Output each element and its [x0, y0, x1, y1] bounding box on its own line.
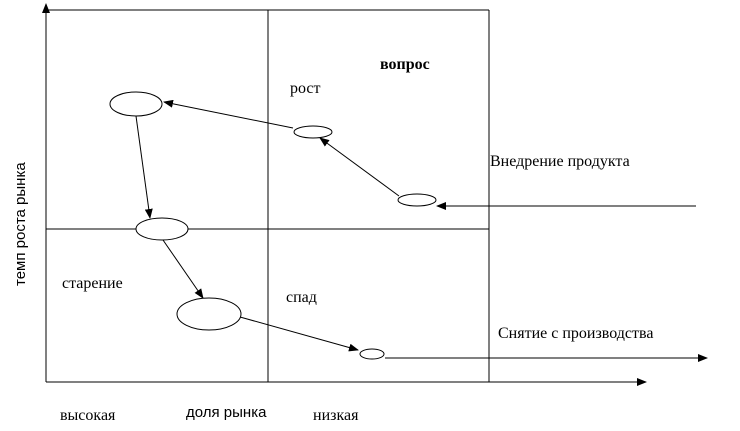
- y-axis-label: темп роста рынка: [12, 162, 29, 286]
- arrow-aging-to-decline: [162, 239, 204, 299]
- label-product-intro: Внедрение продукта: [490, 153, 630, 170]
- stage-ellipse-withdrawal: [359, 348, 385, 360]
- stage-ellipse-aging: [135, 217, 189, 241]
- label-growth: рост: [290, 80, 321, 97]
- label-question: вопрос: [380, 56, 430, 73]
- label-decline: спад: [286, 289, 317, 306]
- x-label-low: низкая: [313, 407, 359, 424]
- x-label-high: высокая: [60, 407, 116, 424]
- stage-ellipse-star: [109, 91, 163, 117]
- stage-ellipse-growth: [293, 125, 333, 139]
- arrow-decline-to-withdrawal: [239, 316, 359, 352]
- stage-ellipse-decline: [176, 297, 242, 331]
- label-withdrawal: Снятие с производства: [498, 325, 653, 342]
- arrow-intro-to-growth: [319, 137, 400, 197]
- arrow-growth-to-star: [163, 99, 294, 129]
- stage-ellipse-intro: [397, 193, 437, 207]
- arrow-star-to-aging: [135, 115, 153, 219]
- label-aging: старение: [62, 275, 123, 292]
- x-axis-label: доля рынка: [186, 404, 267, 421]
